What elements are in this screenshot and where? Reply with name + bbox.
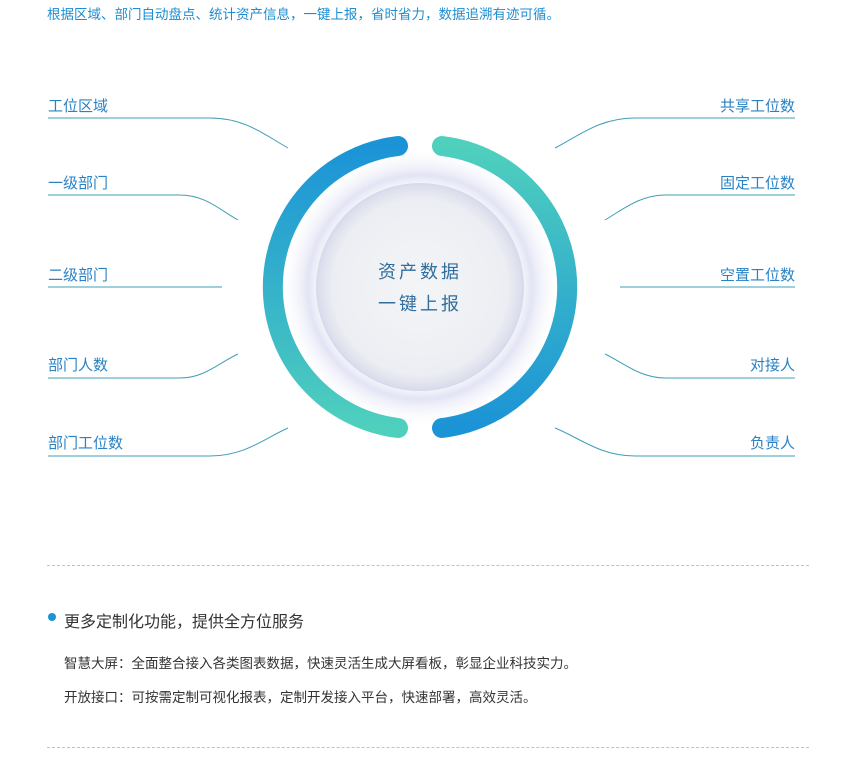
feature-line-open-api: 开放接口：可按需定制可视化报表，定制开发接入平台，快速部署，高效灵活。 <box>64 690 537 706</box>
connector-line <box>48 353 239 379</box>
label-dept-headcount: 部门人数 <box>48 356 109 374</box>
feature-title: 更多定制化功能，提供全方位服务 <box>64 612 305 631</box>
label-workstation-area: 工位区域 <box>48 97 109 115</box>
center-line-2: 一键上报 <box>378 294 462 315</box>
connector-line <box>604 353 795 379</box>
center-line-1: 资产数据 <box>378 262 462 283</box>
label-fixed-workstations: 固定工位数 <box>719 174 795 192</box>
label-contact-person: 对接人 <box>749 356 795 374</box>
connector-line <box>554 117 795 149</box>
label-shared-workstations: 共享工位数 <box>719 97 795 115</box>
left-connectors <box>48 117 289 457</box>
label-second-level-dept: 二级部门 <box>48 266 109 284</box>
label-vacant-workstations: 空置工位数 <box>719 266 795 284</box>
dashed-divider <box>47 747 809 748</box>
right-arc <box>432 136 578 438</box>
connector-line <box>48 427 289 457</box>
label-first-level-dept: 一级部门 <box>48 174 109 192</box>
label-responsible-person: 负责人 <box>749 434 795 452</box>
feature-line-dashboard: 智慧大屏：全面整合接入各类图表数据，快速灵活生成大屏看板，彰显企业科技实力。 <box>64 656 577 672</box>
center-title: 资产数据 一键上报 <box>320 257 520 321</box>
connector-line <box>554 427 795 457</box>
connector-line <box>48 194 239 221</box>
right-connectors <box>554 117 795 457</box>
intro-text: 根据区域、部门自动盘点、统计资产信息，一键上报，省时省力，数据追溯有迹可循。 <box>47 7 560 23</box>
center-circle <box>316 183 524 391</box>
connector-line <box>48 117 289 149</box>
connector-line <box>604 194 795 221</box>
bullet-dot <box>48 613 56 621</box>
left-arc <box>262 136 408 438</box>
dashed-divider <box>47 565 809 566</box>
asset-report-diagram <box>48 117 795 457</box>
label-dept-workstations: 部门工位数 <box>48 434 124 452</box>
